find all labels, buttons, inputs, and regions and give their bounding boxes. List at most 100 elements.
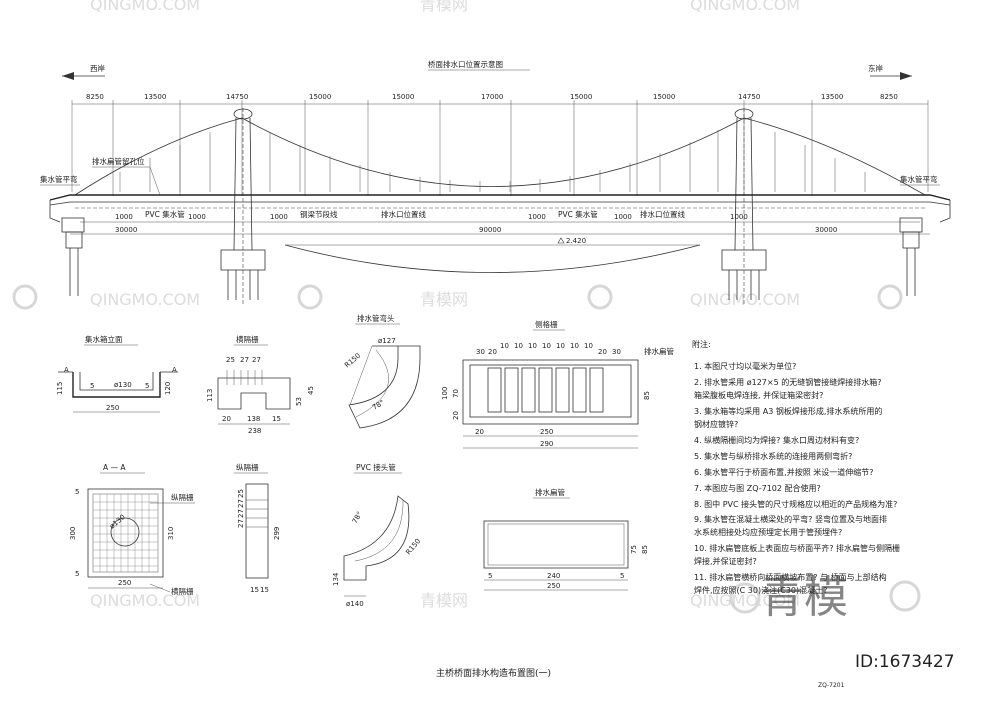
dim: 78° <box>351 510 364 525</box>
note-line: 7. 本图应与图 ZQ-7102 配合使用? <box>694 483 821 493</box>
note-line: 11. 排水扁管横桥向桥面横坡布置? 与 桥面与上部结构 <box>694 572 887 582</box>
left-abutment <box>61 217 85 296</box>
detail-transverse-grate: 横隔栅 25 27 27 113 138 238 20 53 45 15 <box>206 334 315 435</box>
dim: 10 <box>584 342 593 350</box>
dim: 78° <box>371 399 386 412</box>
detail-title: A — A <box>103 463 126 472</box>
dim: 134 <box>332 572 340 586</box>
section-mark: A <box>64 366 69 374</box>
note-line: 4. 纵横隔栅间均为焊接? 集水口周边材料有变? <box>694 435 859 445</box>
dim: 27 <box>237 499 245 508</box>
dim: 240 <box>547 572 560 580</box>
riverbed <box>284 244 701 273</box>
dim: 27 <box>237 519 245 528</box>
watermark-cn: 青模网 <box>420 0 468 14</box>
small-dim: 1000 <box>115 213 133 221</box>
dim: 30 <box>476 348 485 356</box>
right-abutment <box>899 217 923 296</box>
dim: 25 <box>226 356 235 364</box>
left-tower <box>220 108 266 305</box>
detail-title: 集水箱立面 <box>85 334 123 344</box>
detail-longitudinal-grate: 纵隔栅 25 27 27 27 299 15 15 <box>234 462 281 594</box>
watermark-latin: QINGMO.COM <box>690 290 800 309</box>
dim: 10 <box>542 342 551 350</box>
top-dim-ticks <box>71 100 929 196</box>
note-line: 1. 本图尺寸均以毫米为单位? <box>694 361 796 371</box>
watermark-big-cn: 青模 <box>760 572 848 623</box>
detail-collector-box: 集水箱立面 A A 5 115 250 ø130 120 5 <box>56 334 178 413</box>
dim: 5 <box>90 382 94 390</box>
dim: 113 <box>206 389 214 402</box>
dim: 70 <box>452 389 460 398</box>
drawing-title: 主桥桥面排水构造布置图(一) <box>436 667 551 679</box>
span-dimensions: 8250 13500 14750 15000 15000 17000 15000… <box>86 93 898 101</box>
note-line: 2. 排水管采用 ø127×5 的无缝钢管接缝焊接排水箱? <box>694 377 881 387</box>
small-dim: 1000 <box>730 213 748 221</box>
span-dim: 15000 <box>653 93 675 101</box>
dim: 15 <box>272 415 281 423</box>
detail-section-aa: A — A 5 300 ø130 310 250 5 纵隔栅 横 <box>69 463 195 596</box>
note-line: 5. 集水管与纵桥排水系统的连接用两侧弯折? <box>694 451 852 461</box>
dim: 10 <box>570 342 579 350</box>
dim: 5 <box>75 488 79 496</box>
collector-pipe-label-right: 集水管平弯 <box>900 174 938 184</box>
detail-side-grate: 侧格栅 排水扁管 30 20 10 10 10 10 10 10 10 20 3… <box>441 319 674 449</box>
note-line: 3. 集水箱等均采用 A3 钢板焊接形成,排水系统所用的 <box>694 406 882 416</box>
span-dim: 15000 <box>392 93 414 101</box>
dim: 20 <box>475 428 484 436</box>
note-line: 焊接,并保证密封? <box>694 556 757 566</box>
watermark-cn: 青模网 <box>420 290 468 309</box>
watermark-layer: QINGMO.COM 青模网 QINGMO.COM QINGMO.COM 青模网… <box>12 0 955 672</box>
left-back-cable <box>74 117 243 196</box>
dim: 10 <box>528 342 537 350</box>
dim: 15 <box>260 586 269 594</box>
dim: 310 <box>167 527 175 540</box>
right-tower <box>721 108 767 305</box>
west-label: 西岸 <box>90 64 105 73</box>
dim: 238 <box>248 427 261 435</box>
note-line: 10. 排水扁管底板上表面应与桥面平齐? 排水扁管与侧隔栅 <box>694 543 900 553</box>
detail-title: PVC 接头管 <box>356 462 396 472</box>
dim: 20 <box>598 348 607 356</box>
detail-title: 排水扁管 <box>535 487 565 497</box>
span-dim: 14750 <box>226 93 248 101</box>
dim: R150 <box>404 537 422 556</box>
steel-beam-line-label: 钢梁节段线 <box>300 209 338 219</box>
dim: 85 <box>643 391 651 400</box>
dim: ø130 <box>114 381 132 389</box>
bridge-deck <box>49 194 951 235</box>
dim: 27 <box>240 356 249 364</box>
detail-drain-elbow: 排水管弯头 ø127 R150 78° <box>343 313 421 429</box>
span-dim: 17000 <box>481 93 503 101</box>
drain-outlet-line-label-right: 排水口位置线 <box>640 209 685 219</box>
east-arrow: 东岸 <box>868 63 912 80</box>
span-dim: 13500 <box>821 93 843 101</box>
drain-outlet-line-label-left: 排水口位置线 <box>381 209 426 219</box>
dim: 20 <box>488 348 497 356</box>
dim: 250 <box>118 579 131 587</box>
dim: 15 <box>250 586 259 594</box>
main-annotations: 集水管平弯 集水管平弯 排水扁管留孔位 PVC 集水管 钢梁节段线 排水口位置线… <box>40 156 940 219</box>
span-dim: 15000 <box>309 93 331 101</box>
notes-header: 附注: <box>692 339 711 349</box>
dim: 290 <box>540 440 553 448</box>
span-dim: 14750 <box>738 93 760 101</box>
note-line: 9. 集水管在混凝土横梁处的平弯? 竖弯位置及与地面排 <box>694 514 887 524</box>
watermark-id: ID:1673427 <box>855 652 955 672</box>
drawing-number: ZQ-7201 <box>818 682 845 689</box>
dim: 300 <box>69 527 77 540</box>
dim: 27 <box>237 509 245 518</box>
dim: 27 <box>252 356 261 364</box>
dim: 5 <box>75 570 79 578</box>
dim: 100 <box>441 387 449 400</box>
watermark-cn: 青模网 <box>420 591 468 610</box>
dim: 25 <box>237 489 245 498</box>
detail-pvc-elbow: PVC 接头管 78° R150 134 ø140 <box>332 462 422 608</box>
water-level-value: 2.420 <box>566 237 586 245</box>
dim: 120 <box>164 382 172 395</box>
footer: 主桥桥面排水构造布置图(一) ZQ-7201 <box>436 667 845 689</box>
dim: 45 <box>307 386 315 395</box>
dim: 138 <box>247 415 260 423</box>
span-dim: 8250 <box>86 93 104 101</box>
span-dim: 13500 <box>144 93 166 101</box>
